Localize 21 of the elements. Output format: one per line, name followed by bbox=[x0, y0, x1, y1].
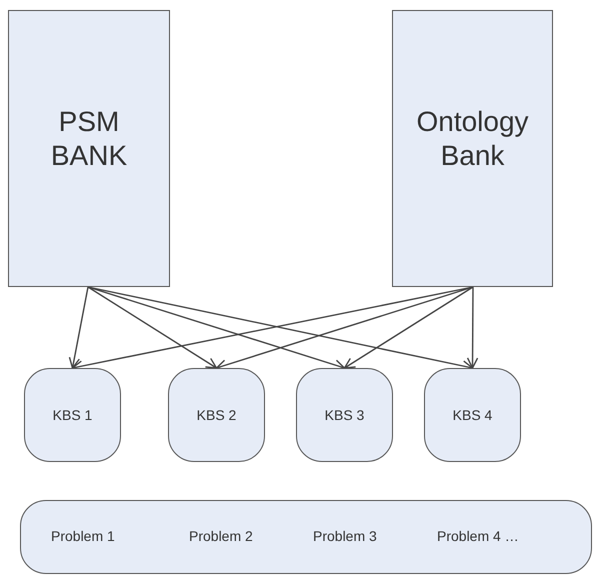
kbs-box bbox=[24, 368, 121, 462]
kbs-label: KBS 4 bbox=[452, 406, 492, 424]
bank-label: Ontology Bank bbox=[415, 104, 530, 172]
arrow bbox=[88, 286, 218, 369]
problem-label: Problem 3 bbox=[313, 527, 377, 546]
problem-label: Problem 2 bbox=[189, 527, 253, 546]
kbs-label: KBS 1 bbox=[52, 406, 92, 424]
kbs-label: KBS 3 bbox=[324, 406, 364, 424]
kbs-label: KBS 2 bbox=[196, 406, 236, 424]
problem-label: Problem 4 … bbox=[437, 527, 519, 546]
kbs-box bbox=[296, 368, 393, 462]
arrow bbox=[466, 287, 478, 369]
bank-box bbox=[392, 10, 553, 287]
problem-label: Problem 1 bbox=[51, 527, 115, 546]
problem-band bbox=[20, 500, 592, 574]
arrow bbox=[344, 286, 474, 369]
bank-box bbox=[8, 10, 170, 287]
arrow bbox=[68, 286, 89, 369]
kbs-box bbox=[168, 368, 265, 462]
kbs-box bbox=[424, 368, 521, 462]
bank-label: PSM BANK bbox=[50, 104, 128, 172]
